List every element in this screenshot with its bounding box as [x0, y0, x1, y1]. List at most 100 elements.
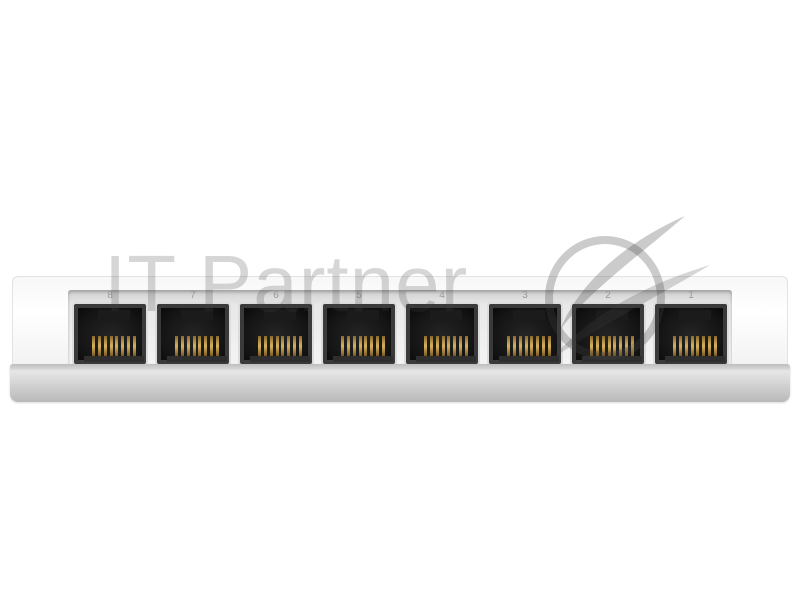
jack-floor: [84, 356, 144, 362]
pin: [441, 336, 445, 356]
pin: [358, 336, 362, 356]
pin: [370, 336, 374, 356]
pin: [625, 336, 629, 356]
pin: [210, 336, 214, 356]
rj45-jack: [323, 304, 395, 364]
pin: [453, 336, 457, 356]
pin: [186, 336, 190, 356]
port-number-label: 6: [273, 290, 279, 301]
rj45-jack: [74, 304, 146, 364]
rj45-port-3: 3: [487, 290, 563, 366]
pin: [429, 336, 433, 356]
swoosh-globe-logo-icon: [545, 216, 710, 360]
jack-pins: [590, 336, 634, 356]
jack-pins: [341, 336, 385, 356]
pin: [512, 336, 516, 356]
pin: [293, 336, 297, 356]
pin: [263, 336, 267, 356]
pin: [713, 336, 717, 356]
pin: [459, 336, 463, 356]
pin: [678, 336, 682, 356]
pin: [115, 336, 119, 356]
rj45-port-4: 4: [404, 290, 480, 366]
network-switch: 8 7 6: [10, 276, 790, 404]
pin: [590, 336, 593, 356]
pin: [708, 336, 712, 356]
jack-cavity: [78, 308, 144, 362]
jack-cavity: [410, 308, 476, 362]
jack-floor: [582, 356, 642, 362]
rj45-port-7: 7: [155, 290, 231, 366]
switch-base: [10, 364, 790, 402]
pin: [536, 336, 540, 356]
pin: [192, 336, 196, 356]
pin: [595, 336, 599, 356]
rj45-jack: [406, 304, 478, 364]
pin: [518, 336, 522, 356]
jack-latch-slot: [679, 310, 711, 320]
pin: [198, 336, 202, 356]
port-number-label: 7: [190, 290, 196, 301]
jack-cavity: [244, 308, 310, 362]
pin: [103, 336, 107, 356]
jack-floor: [250, 356, 310, 362]
jack-floor: [167, 356, 227, 362]
port-number-label: 3: [522, 290, 528, 301]
rj45-jack: [572, 304, 644, 364]
port-number-label: 4: [439, 290, 445, 301]
pin: [613, 336, 617, 356]
port-number-label: 5: [356, 290, 362, 301]
rj45-jack: [157, 304, 229, 364]
pin: [204, 336, 208, 356]
port-number-label: 8: [107, 290, 113, 301]
pin: [464, 336, 468, 356]
pin: [381, 336, 385, 356]
jack-floor: [499, 356, 559, 362]
pin: [542, 336, 546, 356]
pin: [346, 336, 350, 356]
switch-base-lip: [10, 364, 790, 370]
pin: [684, 336, 688, 356]
port-number-label: 2: [605, 290, 611, 301]
pin: [281, 336, 285, 356]
pin: [215, 336, 219, 356]
jack-latch-slot: [181, 310, 213, 320]
pin: [547, 336, 551, 356]
jack-cavity: [327, 308, 393, 362]
pin: [524, 336, 528, 356]
pin: [175, 336, 178, 356]
pin: [447, 336, 451, 356]
pin: [702, 336, 706, 356]
rj45-jack: [489, 304, 561, 364]
jack-pins: [424, 336, 468, 356]
pin: [341, 336, 344, 356]
jack-floor: [333, 356, 393, 362]
rj45-port-1: 1: [653, 290, 729, 366]
jack-cavity: [576, 308, 642, 362]
pin: [298, 336, 302, 356]
jack-floor: [665, 356, 725, 362]
rj45-port-8: 8: [72, 290, 148, 366]
jack-latch-slot: [347, 310, 379, 320]
pin: [258, 336, 261, 356]
jack-pins: [175, 336, 219, 356]
pin: [619, 336, 623, 356]
watermark-text: IT Partner: [104, 239, 469, 328]
pin: [507, 336, 510, 356]
jack-latch-slot: [264, 310, 296, 320]
jack-cavity: [161, 308, 227, 362]
pin: [287, 336, 291, 356]
pin: [673, 336, 676, 356]
rj45-port-2: 2: [570, 290, 646, 366]
jack-latch-slot: [596, 310, 628, 320]
pin: [275, 336, 279, 356]
pin: [92, 336, 95, 356]
rj45-port-6: 6: [238, 290, 314, 366]
port-number-label: 1: [688, 290, 694, 301]
pin: [180, 336, 184, 356]
pin: [601, 336, 605, 356]
pin: [530, 336, 534, 356]
jack-pins: [258, 336, 302, 356]
pin: [352, 336, 356, 356]
jack-pins: [507, 336, 551, 356]
